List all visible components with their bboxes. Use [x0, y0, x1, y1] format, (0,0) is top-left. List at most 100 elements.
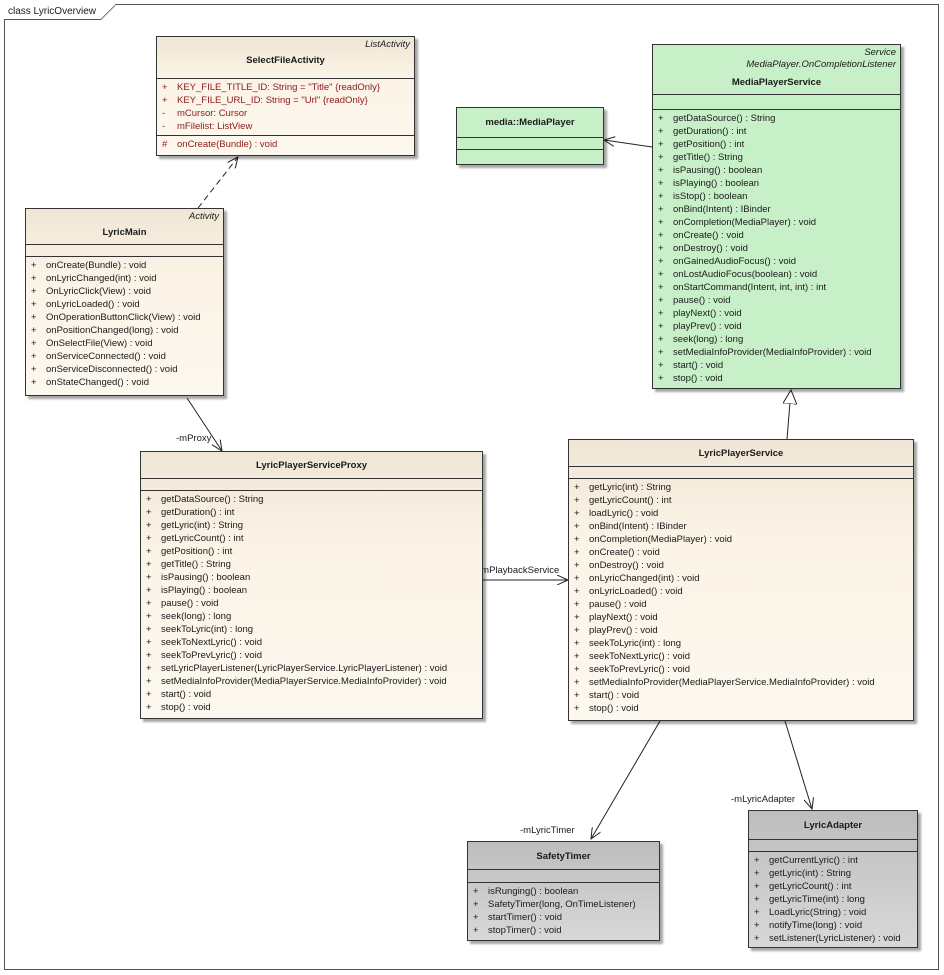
- operation-row: +SafetyTimer(long, OnTimeListener): [473, 899, 636, 910]
- operation-row: +OnLyricClick(View) : void: [31, 286, 152, 297]
- class-safety-timer[interactable]: SafetyTimer +isRunging() : boolean +Safe…: [467, 841, 660, 941]
- class-media-player-service[interactable]: Service MediaPlayer.OnCompletionListener…: [652, 44, 901, 389]
- operation-row: +onDestroy() : void: [658, 243, 748, 254]
- operation-row: +getLyricCount() : int: [754, 881, 852, 892]
- operation-row: +getLyric(int) : String: [146, 520, 244, 531]
- operation-row: +getTitle() : String: [658, 152, 743, 163]
- operation-row: +getCurrentLyric() : int: [754, 855, 858, 866]
- relation-realization-lyricmain-selectfileactivity: [197, 157, 238, 209]
- operation-row: +onPositionChanged(long) : void: [31, 325, 179, 336]
- operation-row: +onDestroy() : void: [574, 560, 664, 571]
- class-name: LyricPlayerServiceProxy: [255, 460, 368, 471]
- operation-row: +setMediaInfoProvider(MediaPlayerService…: [574, 677, 875, 688]
- class-lyric-player-service[interactable]: LyricPlayerService +getLyric(int) : Stri…: [568, 439, 914, 721]
- operation-row: #onCreate(Bundle) : void: [162, 139, 278, 150]
- class-lyric-player-service-proxy[interactable]: LyricPlayerServiceProxy +getDataSource()…: [140, 451, 483, 719]
- attributes-compartment: [569, 467, 913, 479]
- operation-row: +onStateChanged() : void: [31, 377, 149, 388]
- operation-row: +onCreate(Bundle) : void: [31, 260, 147, 271]
- operation-row: +start() : void: [146, 689, 212, 700]
- class-media-player[interactable]: media::MediaPlayer: [456, 107, 604, 165]
- operation-row: +setListener(LyricListener) : void: [754, 933, 901, 944]
- operations-compartment: +onCreate(Bundle) : void +onLyricChanged…: [26, 257, 223, 389]
- attributes-compartment: [141, 479, 482, 491]
- class-name: MediaPlayerService: [731, 77, 822, 88]
- class-select-file-activity[interactable]: ListActivity SelectFileActivity +KEY_FIL…: [156, 36, 415, 156]
- operation-row: +onCompletion(MediaPlayer) : void: [574, 534, 733, 545]
- operation-row: +pause() : void: [146, 598, 219, 609]
- class-name: SelectFileActivity: [246, 55, 325, 66]
- label-mplaybackservice: -mPlaybackService: [478, 565, 560, 576]
- operation-row: +onLyricChanged(int) : void: [31, 273, 157, 284]
- class-name: LyricMain: [102, 227, 147, 238]
- operation-row: +isPlaying() : boolean: [146, 585, 248, 596]
- operation-row: +getPosition() : int: [658, 139, 745, 150]
- operation-row: +onStartCommand(Intent, int, int) : int: [658, 282, 827, 293]
- operation-row: +onLostAudioFocus(boolean) : void: [658, 269, 818, 280]
- attribute-row: +KEY_FILE_URL_ID: String = "Url" {readOn…: [162, 95, 368, 106]
- class-stereotype: Service: [864, 47, 896, 58]
- operation-row: +seekToLyric(int) : long: [146, 624, 254, 635]
- operation-row: +isStop() : boolean: [658, 191, 748, 202]
- attributes-compartment: [457, 138, 603, 150]
- attribute-row: -mFilelist: ListView: [162, 121, 253, 132]
- class-name: LyricPlayerService: [698, 448, 784, 459]
- operation-row: +pause() : void: [574, 599, 647, 610]
- operation-row: +getDataSource() : String: [658, 113, 776, 124]
- operation-row: +playNext() : void: [658, 308, 742, 319]
- operation-row: +getLyricCount() : int: [574, 495, 672, 506]
- operation-row: +start() : void: [574, 690, 640, 701]
- operation-row: +onLyricChanged(int) : void: [574, 573, 700, 584]
- operation-row: +setMediaInfoProvider(MediaPlayerService…: [146, 676, 447, 687]
- operation-row: +onCreate() : void: [658, 230, 744, 241]
- operation-row: +stopTimer() : void: [473, 925, 562, 936]
- operation-row: +stop() : void: [574, 703, 639, 714]
- operation-row: +seekToNextLyric() : void: [574, 651, 691, 662]
- attributes-compartment: [653, 95, 900, 110]
- operation-row: +setMediaInfoProvider(MediaInfoProvider)…: [658, 347, 872, 358]
- operation-row: +start() : void: [658, 360, 724, 371]
- operation-row: +stop() : void: [658, 373, 723, 384]
- operation-row: +loadLyric() : void: [574, 508, 659, 519]
- operation-row: +isRunging() : boolean: [473, 886, 579, 897]
- label-mlyrictimer: -mLyricTimer: [520, 825, 575, 836]
- operation-row: +isPausing() : boolean: [146, 572, 251, 583]
- operation-row: +playPrev() : void: [574, 625, 658, 636]
- class-stereotype: MediaPlayer.OnCompletionListener: [746, 59, 896, 70]
- label-mproxy: -mProxy: [176, 433, 212, 444]
- class-name: LyricAdapter: [803, 820, 863, 831]
- attributes-compartment: +KEY_FILE_TITLE_ID: String = "Title" {re…: [157, 79, 414, 136]
- operations-compartment: +getLyric(int) : String +getLyricCount()…: [569, 479, 913, 715]
- operation-row: +LoadLyric(String) : void: [754, 907, 867, 918]
- operation-row: +onBind(Intent) : IBinder: [658, 204, 771, 215]
- relation-association-mlyricadapter: [784, 720, 812, 809]
- class-name: SafetyTimer: [536, 851, 591, 862]
- operation-row: +seekToPrevLyric() : void: [146, 650, 263, 661]
- operation-row: +setLyricPlayerListener(LyricPlayerServi…: [146, 663, 448, 674]
- operation-row: +notifyTime(long) : void: [754, 920, 863, 931]
- operation-row: +getPosition() : int: [146, 546, 233, 557]
- operations-compartment: +getCurrentLyric() : int +getLyric(int) …: [749, 852, 917, 945]
- operation-row: +stop() : void: [146, 702, 211, 713]
- class-lyric-adapter[interactable]: LyricAdapter +getCurrentLyric() : int +g…: [748, 810, 918, 948]
- operation-row: +playNext() : void: [574, 612, 658, 623]
- operation-row: +getLyric(int) : String: [574, 482, 672, 493]
- operation-row: +OnSelectFile(View) : void: [31, 338, 153, 349]
- operation-row: +onCompletion(MediaPlayer) : void: [658, 217, 817, 228]
- diagram-frame: [4, 4, 939, 970]
- operation-row: +OnOperationButtonClick(View) : void: [31, 312, 201, 323]
- attributes-compartment: [26, 245, 223, 257]
- operation-row: +getTitle() : String: [146, 559, 231, 570]
- operations-compartment: +isRunging() : boolean +SafetyTimer(long…: [468, 883, 659, 937]
- operation-row: +getDataSource() : String: [146, 494, 264, 505]
- operation-row: +onLyricLoaded() : void: [574, 586, 683, 597]
- operation-row: +getDuration() : int: [658, 126, 747, 137]
- operation-row: +startTimer() : void: [473, 912, 563, 923]
- attributes-compartment: [468, 870, 659, 883]
- operation-row: +seek(long) : long: [658, 334, 744, 345]
- operations-compartment: +getDataSource() : String +getDuration()…: [653, 110, 900, 385]
- operation-row: +getLyricTime(int) : long: [754, 894, 865, 905]
- class-lyric-main[interactable]: Activity LyricMain +onCreate(Bundle) : v…: [25, 208, 224, 396]
- attribute-row: -mCursor: Cursor: [162, 108, 248, 119]
